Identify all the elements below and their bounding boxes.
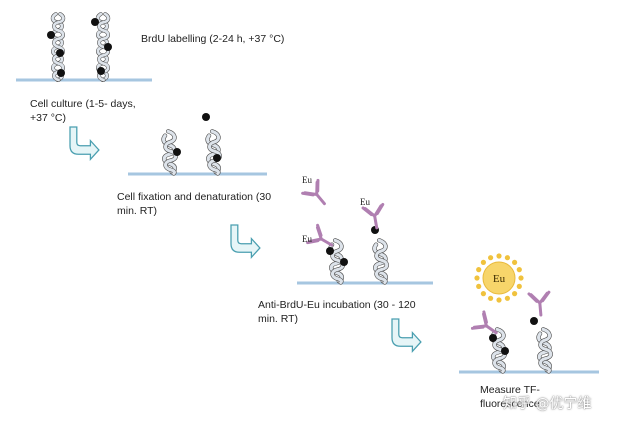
- step-label-cell-culture: Cell culture (1-5- days, +37 °C): [30, 98, 136, 124]
- brdu-dot: [489, 334, 497, 342]
- antibody-icon: [470, 310, 504, 343]
- eu-tag: Eu: [302, 175, 312, 185]
- brdu-dot: [202, 113, 210, 121]
- brdu-dot: [97, 67, 105, 75]
- dna-helix-4b: [539, 329, 551, 371]
- brdu-dot: [47, 31, 55, 39]
- step-label-antibody-incubation: Anti-BrdU-Eu incubation (30 - 120 min. R…: [258, 299, 416, 325]
- brdu-dot: [91, 18, 99, 26]
- dna-helix-3b: [375, 240, 387, 282]
- dna-helix-2b: [208, 131, 220, 173]
- brdu-dot: [213, 154, 221, 162]
- brdu-dot: [501, 347, 509, 355]
- step-arrow-icon: [69, 126, 100, 160]
- step-arrow-icon: [230, 224, 261, 258]
- panel-1-brdu-labelling: [16, 12, 152, 82]
- antibody-icon: [527, 290, 553, 318]
- brdu-dot: [56, 49, 64, 57]
- brdu-dot: [326, 247, 334, 255]
- eu-burst-label: Eu: [493, 273, 506, 285]
- step-label-cell-fixation: Cell fixation and denaturation (30 min. …: [117, 191, 272, 217]
- panel-2-fixation: [128, 113, 267, 174]
- eu-tag: Eu: [360, 197, 370, 207]
- brdu-dot: [530, 317, 538, 325]
- antibody-icon: [361, 202, 389, 232]
- eu-fluorescence-burst-icon: Eu: [474, 253, 524, 303]
- brdu-dot: [340, 258, 348, 266]
- brdu-dot: [57, 69, 65, 77]
- brdu-dot: [173, 148, 181, 156]
- panel-4-measure: Eu: [459, 253, 599, 372]
- eu-tag: Eu: [302, 234, 312, 244]
- watermark: 知乎 @优宁维: [503, 396, 592, 412]
- panel-3-antibody-incubation: Eu Eu Eu: [297, 175, 433, 283]
- step-label-brdu-labelling: BrdU labelling (2-24 h, +37 °C): [141, 33, 285, 45]
- step-label-measure: Measure TF- fluorescence: [480, 384, 540, 410]
- brdu-dot: [104, 43, 112, 51]
